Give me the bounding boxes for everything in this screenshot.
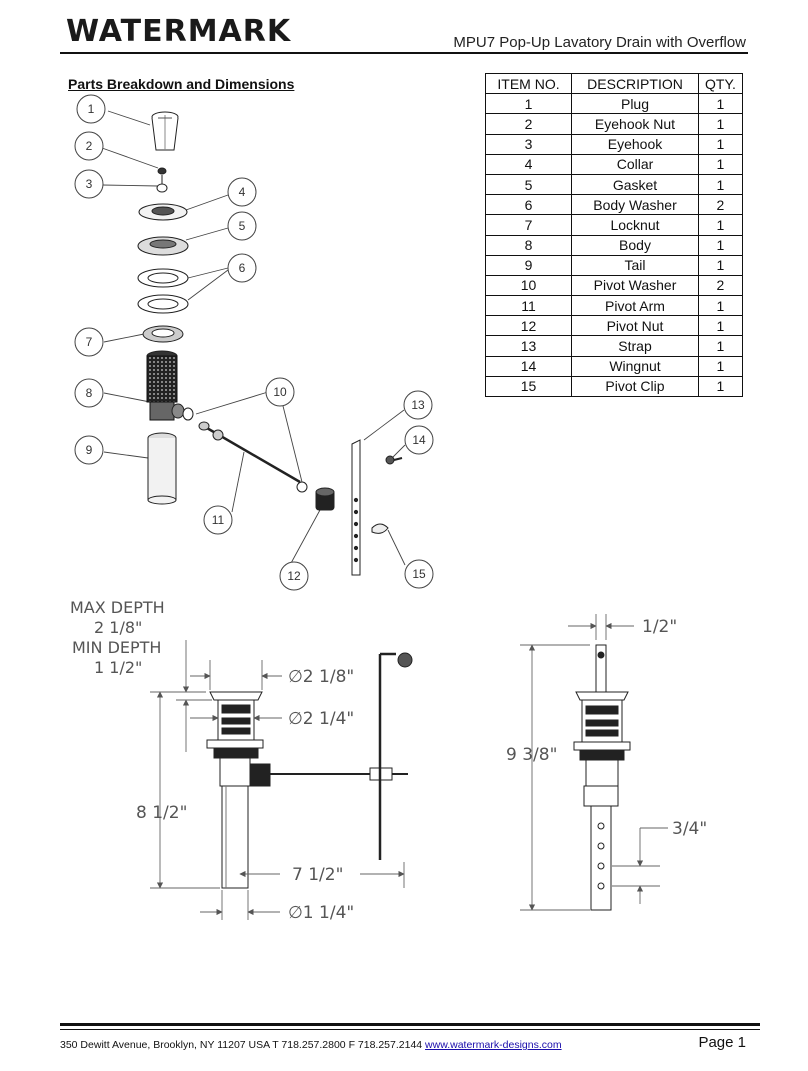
callout-4: 4 [239, 185, 246, 199]
body-washer-part [137, 268, 189, 314]
callout-7: 7 [86, 335, 93, 349]
document-title: MPU7 Pop-Up Lavatory Drain with Overflow [453, 34, 746, 51]
collar-part [138, 203, 188, 221]
description-cell: Eyehook Nut [571, 113, 699, 135]
page-number: Page 1 [698, 1034, 746, 1051]
plug-part [151, 111, 179, 151]
callout-11: 11 [212, 513, 225, 527]
table-header-row: ITEM NO. DESCRIPTION QTY. [485, 72, 743, 95]
description-cell: Pivot Washer [571, 274, 699, 297]
strap-hole-label: 3/4" [672, 819, 707, 839]
website-link[interactable]: www.watermark-designs.com [425, 1039, 562, 1051]
column-header-qty: QTY. [698, 72, 743, 95]
total-height-label: 8 1/2" [136, 803, 187, 823]
callout-3: 3 [86, 177, 93, 191]
footer-divider [60, 1023, 760, 1026]
watermark-logo: WATERMARK [66, 14, 292, 49]
description-cell: Pivot Clip [571, 375, 699, 398]
callout-15: 15 [412, 567, 426, 581]
eyehook-part [156, 175, 168, 193]
wingnut-part [385, 455, 403, 465]
callout-10: 10 [273, 385, 287, 399]
callout-bubbles [74, 94, 434, 591]
qty-cell: 1 [698, 375, 743, 398]
description-cell: Strap [571, 335, 699, 357]
callout-6: 6 [239, 261, 246, 275]
min-depth-label: MIN DEPTH [72, 638, 161, 657]
footer-divider-thin [60, 1029, 760, 1030]
callout-1: 1 [88, 102, 95, 116]
locknut-part [142, 325, 184, 343]
pivot-arm-part [198, 421, 301, 484]
header-divider [60, 52, 748, 54]
address-text: 350 Dewitt Avenue, Brooklyn, NY 11207 US… [60, 1039, 426, 1051]
pivot-nut-part [315, 487, 335, 511]
footer-address: 350 Dewitt Avenue, Brooklyn, NY 11207 US… [60, 1039, 562, 1051]
column-header-item-no: ITEM NO. [485, 72, 572, 95]
column-header-description: DESCRIPTION [571, 72, 699, 95]
min-depth-value: 1 1/2" [94, 658, 142, 677]
strap-part [351, 439, 361, 576]
max-depth-value: 2 1/8" [94, 618, 142, 637]
description-cell: Wingnut [571, 355, 699, 377]
strap-height-label: 9 3/8" [506, 745, 557, 765]
description-cell: Body Washer [571, 194, 699, 216]
section-title: Parts Breakdown and Dimensions [68, 76, 295, 92]
callout-13: 13 [411, 398, 425, 412]
arm-length-label: 7 1/2" [292, 865, 343, 885]
pivot-washer-part [182, 407, 308, 493]
description-cell: Tail [571, 254, 699, 276]
callout-14: 14 [412, 433, 426, 447]
gasket-part [137, 236, 189, 256]
strap-width-label: 1/2" [642, 617, 677, 637]
callout-9: 9 [86, 443, 93, 457]
exploded-view [74, 94, 434, 591]
callout-12: 12 [287, 569, 301, 583]
callout-8: 8 [86, 386, 93, 400]
pivot-clip-part [371, 523, 389, 534]
flange-diameter-label: ∅2 1/8" [288, 667, 354, 687]
eyehook-nut-part [157, 167, 167, 175]
front-dimension-drawing [520, 614, 668, 911]
callout-5: 5 [239, 219, 246, 233]
tail-diameter-label: ∅1 1/4" [288, 903, 354, 923]
qty-cell: 1 [698, 295, 743, 317]
body-part [146, 350, 185, 421]
max-depth-label: MAX DEPTH [70, 598, 165, 617]
tail-part [147, 432, 177, 505]
side-dimension-drawing [150, 640, 413, 920]
body-diameter-label: ∅2 1/4" [288, 709, 354, 729]
callout-2: 2 [86, 139, 93, 153]
